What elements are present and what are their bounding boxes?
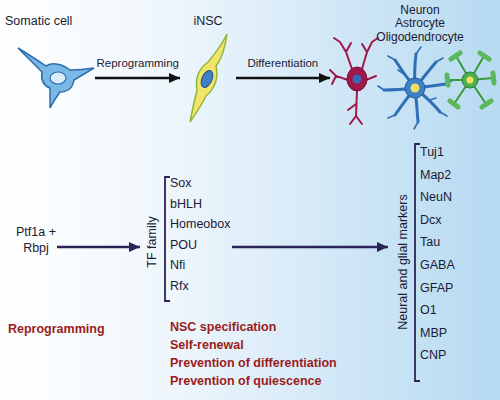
edge-label: Reprogramming [97,56,179,70]
list-item: Dcx [420,213,486,227]
list-item: POU [170,238,232,252]
list-item: Nfi [170,258,232,272]
oligodendrocyte-cell [447,53,494,107]
nucleus [467,77,474,84]
list-item: Rfx [170,279,232,293]
factor-node: Ptf1a + Rbpj [15,222,57,276]
soma [462,72,478,88]
cell-body [18,48,94,108]
dendrite [330,38,378,84]
fine-process [378,47,453,129]
nucleus [411,84,420,93]
list-item: Map2 [420,168,486,182]
myelin-segment [447,53,494,107]
process [384,54,446,122]
bracket [415,144,420,381]
nucleus [353,75,362,84]
list-item: GFAP [420,281,486,295]
node-text: Ptf1a + Rbpj [15,224,57,256]
function-note: NSC specification [170,320,276,334]
list-item: bHLH [170,197,232,211]
tf-family-group: TF family Sox bHLH HomeoboxPOU NfiRfx [140,170,232,302]
arrow-connector [95,77,180,80]
function-note: Prevention of quiescence [170,374,321,388]
list-item: CNP [420,348,486,362]
node-text: iNSC [180,14,236,28]
node-text: Somatic cell [5,14,95,28]
cell-node: iNSC [180,12,236,117]
process [448,56,493,104]
arrow-connector [57,246,140,249]
arrow-connector [232,246,388,249]
function-note: Prevention of differentiation [170,356,337,370]
cell-nucleus [50,72,66,84]
list-item: Homeobox [170,217,232,231]
soma [405,78,425,98]
node-text: Oligodendrocyte [350,30,490,44]
group-heading: Neural and glial markers [396,194,410,329]
neuron-cell [330,38,378,124]
axon [348,90,362,124]
insc-cell [190,34,227,122]
list-item: NeuN [420,190,486,204]
list-item: O1 [420,303,486,317]
list-item: GABA [420,258,486,272]
cell-group-node: NeuronAstrocyteOligodendrocyte [330,2,498,127]
cell-node: Somatic cell [5,12,95,112]
node-text: Astrocyte [350,16,490,30]
group-heading: TF family [145,216,159,267]
list-item: MBP [420,326,486,340]
bracket [165,177,170,301]
arrow-connector [236,77,330,80]
list-item: Sox [170,176,232,190]
marker-group: Neural and glial markers Tuj1Map2NeuN DcxT… [388,140,488,385]
astrocyte-cell [378,47,453,129]
cell-body [190,34,227,122]
function-note: Self-renewal [170,338,244,352]
list-item: Tau [420,235,486,249]
node-text: Neuron [350,3,490,17]
function-note: Reprogramming [8,322,105,336]
cell-nucleus [199,69,216,90]
soma [347,67,367,91]
edge-label: Differentiation [248,56,319,70]
somatic-cell [18,48,94,108]
list-item: Tuj1 [420,145,486,159]
